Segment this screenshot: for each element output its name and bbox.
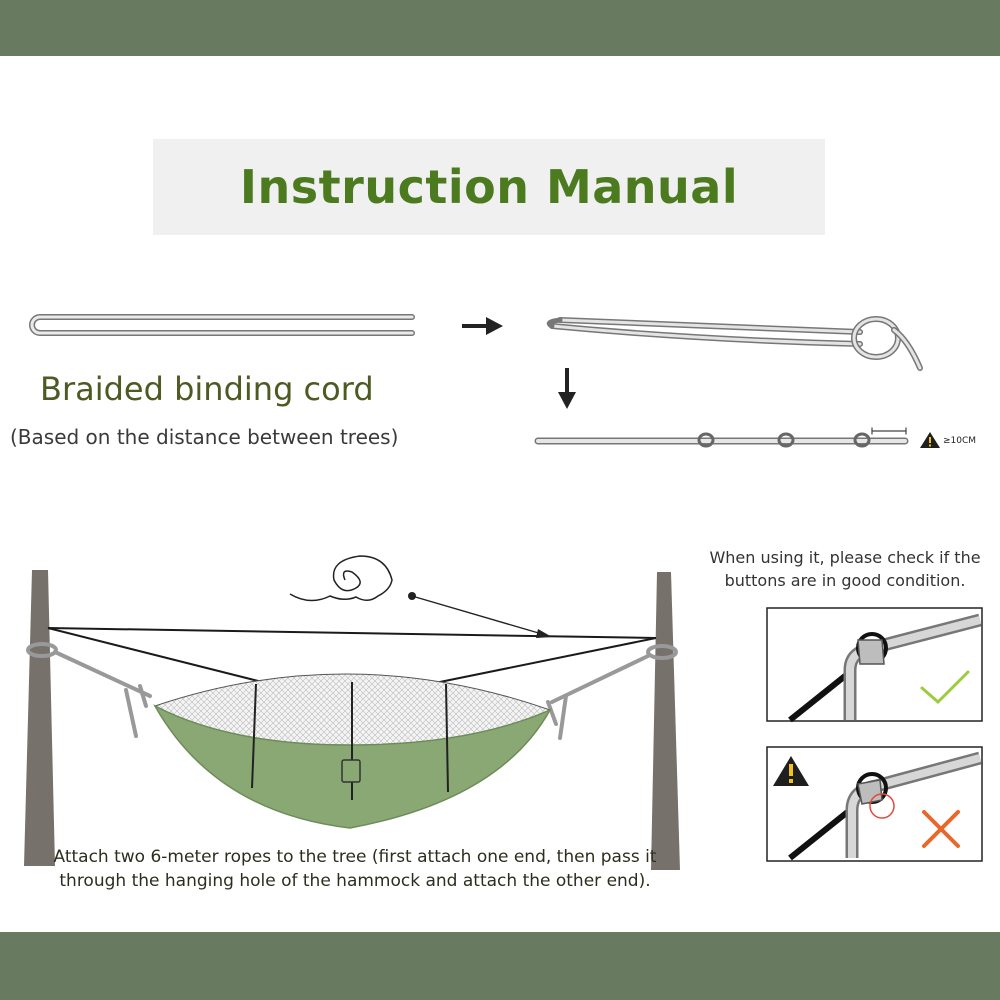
pointer-arrow-icon — [408, 592, 552, 638]
ridgeline-right-seg — [429, 637, 657, 685]
arrow-right-icon — [462, 317, 503, 335]
warning-icon — [773, 756, 809, 786]
tree-strap-left — [26, 642, 152, 738]
arrow-down-icon — [558, 368, 576, 409]
check-note: When using it, please check if the butto… — [709, 548, 981, 590]
warning-icon — [920, 432, 940, 448]
ridgeline-left — [47, 627, 657, 639]
hammock-illustration — [153, 673, 552, 829]
attach-note: Attach two 6-meter ropes to the tree (fi… — [53, 847, 657, 891]
check-panel-correct — [766, 607, 983, 723]
bottom-band — [0, 932, 1000, 1000]
page-title: Instruction Manual — [239, 160, 739, 214]
cord-sublabel: (Based on the distance between trees) — [10, 425, 399, 449]
ridgeline-left-seg — [47, 627, 271, 685]
length-warning: ≥10CM — [943, 436, 977, 446]
tree-trunk-left — [24, 570, 55, 866]
title-box: Instruction Manual — [153, 139, 825, 235]
check-panel-wrong — [766, 746, 983, 862]
cord-label: Braided binding cord — [40, 370, 374, 408]
cross-icon — [922, 810, 960, 848]
tree-trunk-right — [651, 572, 680, 870]
top-band — [0, 0, 1000, 56]
tree-strap-right — [546, 644, 678, 740]
knotted-cord-illustration — [534, 427, 909, 448]
folded-cord-illustration — [29, 314, 415, 336]
loose-rope-illustration — [289, 555, 393, 602]
loop-knot-illustration — [546, 316, 923, 371]
checkmark-icon — [920, 670, 970, 705]
